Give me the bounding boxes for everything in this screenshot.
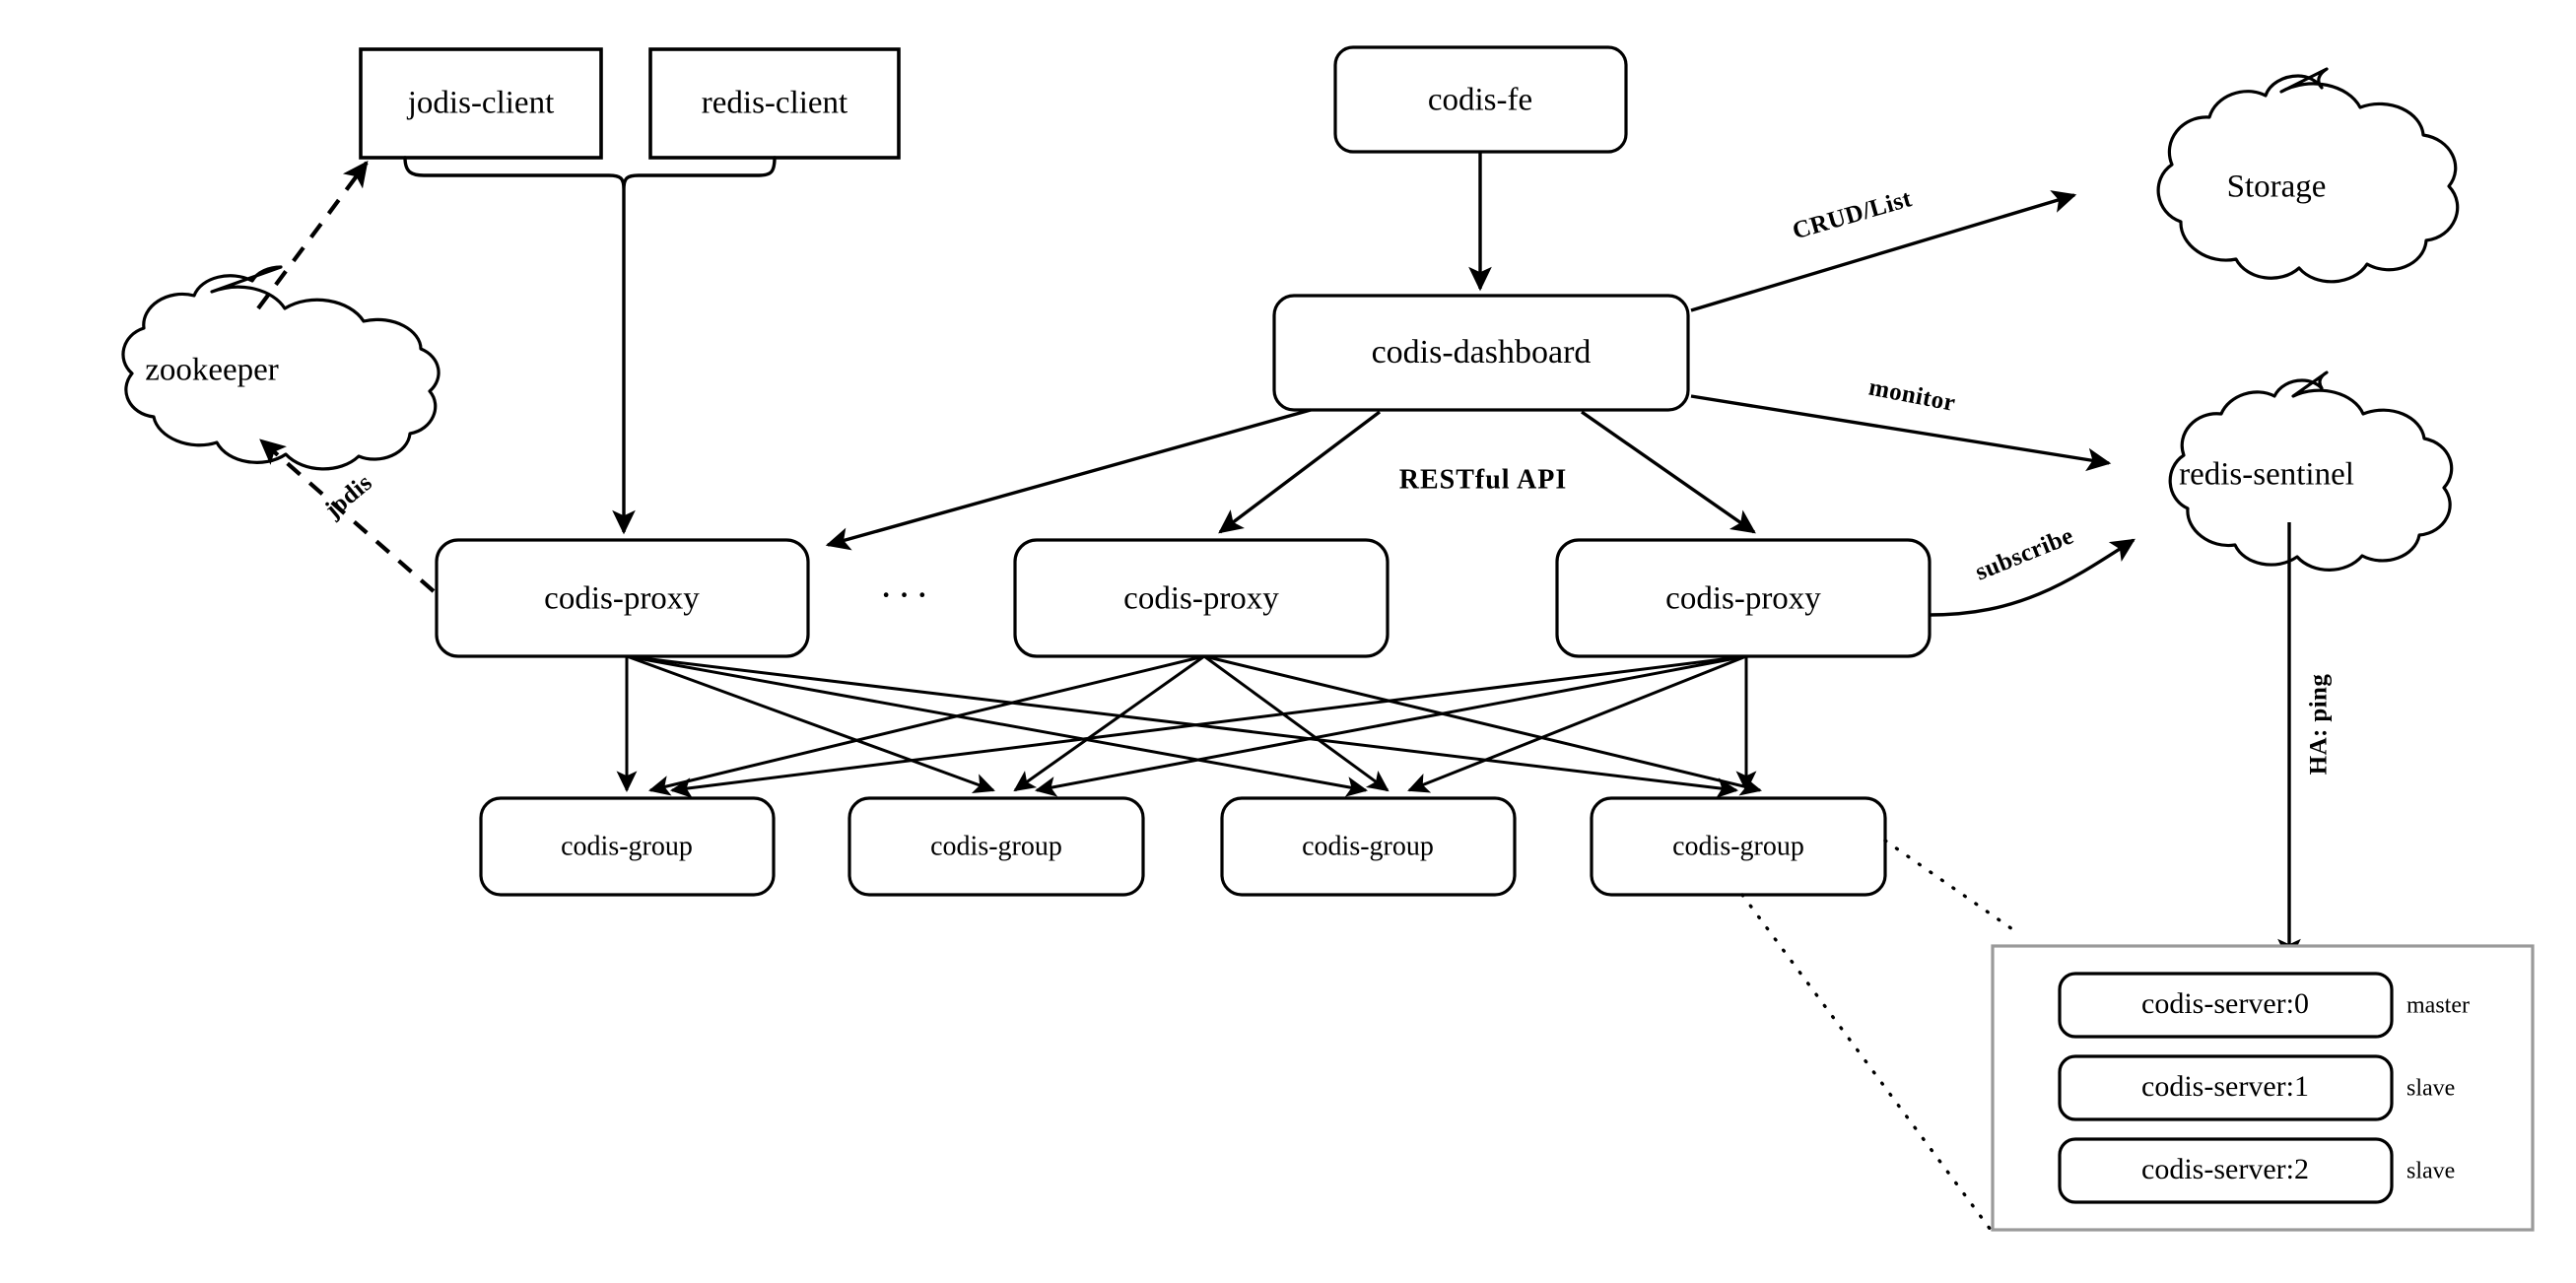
node-codis-proxy-2[interactable]: codis-proxy bbox=[1013, 538, 1390, 658]
edge-label-monitor: monitor bbox=[1866, 374, 1957, 417]
edge-label-jodis: jodis bbox=[319, 469, 377, 524]
node-codis-proxy-3[interactable]: codis-proxy bbox=[1555, 538, 1932, 658]
node-codis-server-1[interactable]: codis-server:1 slave bbox=[2058, 1054, 2455, 1121]
edge-dashboard-to-proxy-3 bbox=[1581, 410, 1756, 534]
edges-proxy-to-groups bbox=[616, 654, 1762, 799]
edge-zookeeper-to-jodis-client bbox=[256, 161, 369, 310]
node-codis-server-1-label: codis-server:1 bbox=[2141, 1070, 2309, 1103]
server-role-0: master bbox=[2407, 993, 2470, 1019]
client-brace bbox=[403, 156, 777, 190]
node-codis-fe[interactable]: codis-fe bbox=[1333, 45, 1628, 154]
node-codis-proxy-1[interactable]: codis-proxy bbox=[435, 538, 810, 658]
cloud-redis-sentinel[interactable]: redis-sentinel bbox=[2168, 371, 2454, 572]
edge-proxy-to-zookeeper bbox=[259, 439, 436, 593]
cloud-zookeeper-label: zookeeper bbox=[145, 353, 279, 388]
edge-label-ha-ping: HA: ping bbox=[2306, 674, 2333, 776]
node-codis-group-2-label: codis-group bbox=[930, 831, 1062, 861]
callout-line-bottom bbox=[1740, 893, 1993, 1232]
cloud-zookeeper[interactable]: zookeeper bbox=[121, 265, 441, 471]
edge-dashboard-to-proxy-2 bbox=[1218, 410, 1382, 534]
node-codis-server-0[interactable]: codis-server:0 master bbox=[2058, 972, 2470, 1039]
edge-label-crud-list: CRUD/List bbox=[1790, 185, 1915, 244]
node-codis-dashboard[interactable]: codis-dashboard bbox=[1272, 294, 1690, 412]
node-jodis-client[interactable]: jodis-client bbox=[359, 47, 603, 160]
cloud-storage[interactable]: Storage bbox=[2156, 67, 2460, 284]
edge-dashboard-to-storage bbox=[1690, 190, 2077, 312]
edge-dashboard-to-sentinel bbox=[1690, 394, 2112, 472]
node-codis-proxy-3-label: codis-proxy bbox=[1665, 581, 1821, 617]
edge-proxy-to-sentinel bbox=[1929, 538, 2135, 617]
node-codis-group-1[interactable]: codis-group bbox=[479, 796, 776, 897]
node-codis-server-2[interactable]: codis-server:2 slave bbox=[2058, 1137, 2455, 1204]
node-redis-client-label: redis-client bbox=[702, 86, 847, 121]
server-role-1: slave bbox=[2407, 1076, 2455, 1102]
node-codis-group-3[interactable]: codis-group bbox=[1220, 796, 1517, 897]
node-codis-server-0-label: codis-server:0 bbox=[2141, 987, 2309, 1020]
node-codis-dashboard-label: codis-dashboard bbox=[1372, 334, 1592, 371]
node-redis-client[interactable]: redis-client bbox=[648, 47, 901, 160]
node-codis-proxy-1-label: codis-proxy bbox=[544, 581, 700, 617]
edge-label-subscribe: subscribe bbox=[1972, 522, 2077, 585]
callout-line-top bbox=[1883, 839, 2017, 933]
edge-dashboard-to-proxy-1 bbox=[825, 408, 1312, 551]
node-codis-group-4-label: codis-group bbox=[1672, 831, 1804, 861]
node-codis-group-2[interactable]: codis-group bbox=[847, 796, 1145, 897]
proxy-ellipsis: ··· bbox=[880, 573, 934, 617]
node-codis-group-1-label: codis-group bbox=[561, 831, 693, 861]
node-codis-group-3-label: codis-group bbox=[1302, 831, 1434, 861]
node-codis-proxy-2-label: codis-proxy bbox=[1123, 581, 1279, 617]
node-codis-server-2-label: codis-server:2 bbox=[2141, 1153, 2309, 1185]
server-role-2: slave bbox=[2407, 1159, 2455, 1184]
cloud-redis-sentinel-label: redis-sentinel bbox=[2179, 457, 2354, 493]
node-codis-group-4[interactable]: codis-group bbox=[1590, 796, 1887, 897]
server-panel: codis-server:0 master codis-server:1 sla… bbox=[1991, 944, 2535, 1232]
cloud-storage-label: Storage bbox=[2227, 169, 2327, 205]
node-codis-fe-label: codis-fe bbox=[1428, 83, 1532, 118]
node-jodis-client-label: jodis-client bbox=[407, 86, 554, 121]
edge-label-restful-api: RESTful API bbox=[1399, 464, 1568, 495]
